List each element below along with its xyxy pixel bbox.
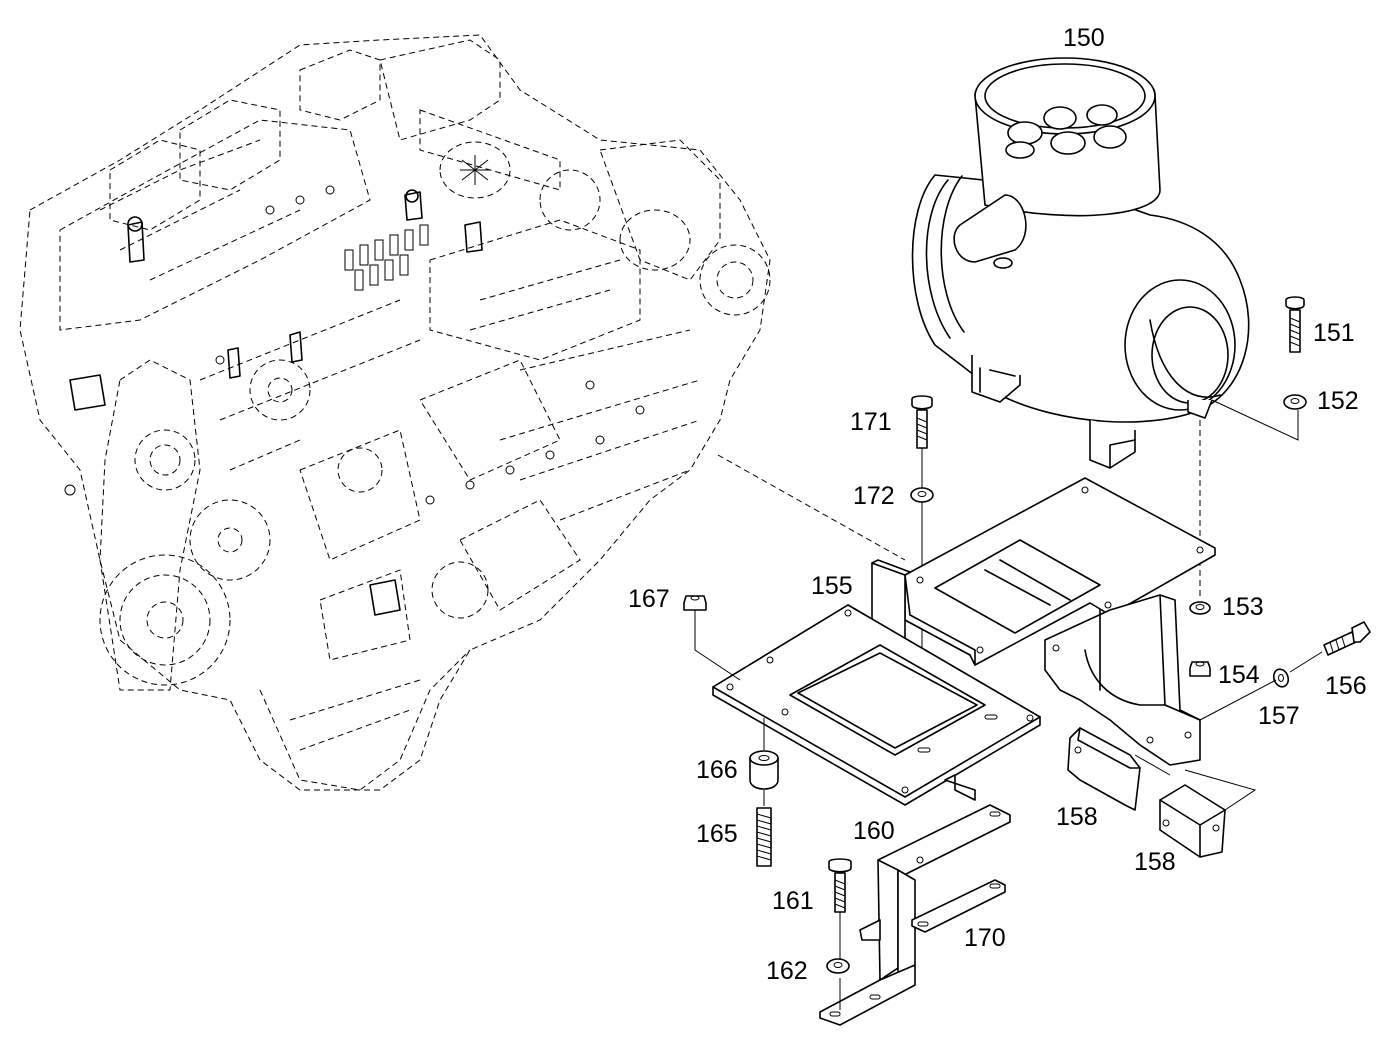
callout-157: 157	[1258, 702, 1300, 730]
leader-152	[1211, 399, 1299, 441]
callout-170: 170	[964, 924, 1006, 952]
callout-162: 162	[766, 957, 808, 985]
strap-170	[911, 879, 1006, 933]
callout-156: 156	[1325, 672, 1367, 700]
bracket-160	[819, 804, 1011, 1026]
pad-158-left	[1067, 727, 1141, 811]
callout-153: 153	[1222, 593, 1264, 621]
air-filter-150	[911, 57, 1250, 469]
washer-157	[1272, 668, 1290, 688]
callout-171: 171	[850, 408, 892, 436]
washer-162	[826, 958, 850, 974]
callout-155: 155	[811, 572, 853, 600]
bolt-151	[1285, 296, 1305, 353]
nut-167	[683, 595, 707, 611]
engine-block-illustration	[19, 34, 771, 791]
bolt-156	[1323, 621, 1371, 656]
washer-172	[910, 487, 934, 503]
leader-167	[694, 610, 741, 681]
callout-158-right: 158	[1134, 848, 1176, 876]
callout-labels: 150 151 152 153 154 155 156 157 158 158 …	[628, 24, 1367, 985]
spacer-166	[749, 750, 779, 790]
bolt-161	[828, 858, 852, 913]
callout-160: 160	[853, 817, 895, 845]
pad-158-right	[1159, 784, 1226, 858]
stud-165	[756, 807, 772, 867]
callout-154: 154	[1218, 661, 1260, 689]
washer-152	[1283, 394, 1307, 410]
callout-172: 172	[853, 482, 895, 510]
leader-158	[1134, 754, 1257, 811]
callout-166: 166	[696, 756, 738, 784]
callout-161: 161	[772, 887, 814, 915]
callout-165: 165	[696, 820, 738, 848]
base-plate	[712, 604, 1041, 806]
callout-158-left: 158	[1056, 803, 1098, 831]
callout-151: 151	[1313, 319, 1355, 347]
leader-156-157	[1199, 651, 1323, 721]
washer-153	[1189, 601, 1211, 615]
callout-150: 150	[1063, 24, 1105, 52]
bolt-171	[911, 395, 933, 449]
callout-152: 152	[1317, 387, 1359, 415]
callout-167: 167	[628, 585, 670, 613]
nut-154	[1189, 661, 1211, 677]
engine-mount-leader	[717, 454, 906, 561]
bracket-155	[871, 477, 1216, 766]
